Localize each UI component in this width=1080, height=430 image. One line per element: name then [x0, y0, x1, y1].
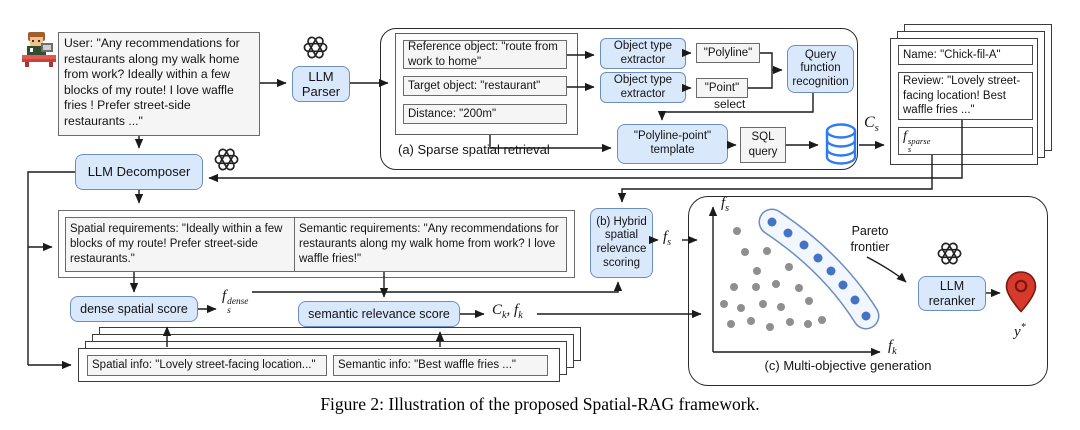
semantic-requirements-box: Semantic requirements: "Any recommendati…: [294, 217, 567, 272]
object-type-extractor-top-label: Object type extractor: [613, 39, 673, 66]
point-text: "Point": [704, 81, 740, 94]
fk-axis-label: fk: [888, 338, 897, 357]
reference-object-text: Reference object: "route from work to ho…: [408, 40, 558, 68]
query-function-recognition-label: Query function recognition: [792, 48, 849, 88]
semantic-relevance-score-box: semantic relevance score: [298, 301, 460, 327]
cs-label: Cs: [864, 114, 879, 135]
llm-reranker-label: LLM reranker: [928, 278, 976, 308]
semantic-relevance-score-label: semantic relevance score: [308, 306, 450, 321]
llm-parser-box: LLM Parser: [292, 66, 350, 102]
openai-logo-icon: [937, 242, 962, 265]
object-type-extractor-bottom: Object type extractor: [600, 72, 686, 103]
y-star-label: y*: [1014, 322, 1026, 340]
location-pin-icon: [1005, 271, 1037, 313]
dense-spatial-score-box: dense spatial score: [70, 296, 198, 322]
object-type-extractor-bottom-label: Object type extractor: [613, 73, 673, 100]
person-at-desk-icon: [22, 32, 56, 67]
hybrid-spatial-scoring-box: (b) Hybrid spatial relevance scoring: [590, 208, 653, 278]
point-box: "Point": [696, 78, 748, 98]
sql-query-label: SQL query: [748, 131, 778, 158]
target-object-box: Target object: "restaurant": [403, 76, 567, 96]
semantic-requirements-text: Semantic requirements: "Any recommendati…: [299, 223, 559, 265]
openai-logo-icon: [214, 148, 239, 171]
fs-axis-label: fs: [721, 195, 730, 214]
llm-reranker-box: LLM reranker: [918, 276, 986, 311]
llm-decomposer-box: LLM Decomposer: [75, 154, 203, 190]
candidate-review-text: Review: "Lovely street-facing location! …: [903, 74, 1021, 117]
polyline-text: "Polyline": [703, 46, 753, 59]
panel-a-caption: (a) Sparse spatial retrieval: [398, 142, 550, 157]
distance-box: Distance: "200m": [403, 104, 567, 124]
fs-mid-label: fs: [663, 229, 672, 248]
database-cylinder-icon: [825, 123, 857, 165]
llm-parser-label: LLM Parser: [301, 68, 341, 99]
polyline-point-template-label: "Polyline-point" template: [633, 130, 712, 156]
ck-fk-label: Ck, fk: [492, 302, 523, 321]
panel-c-caption: (c) Multi-objective generation: [764, 358, 932, 373]
llm-decomposer-label: LLM Decomposer: [87, 164, 191, 180]
polyline-point-template-box: "Polyline-point" template: [617, 124, 728, 164]
spatial-info-box: Spatial info: "Lovely street-facing loca…: [87, 355, 327, 376]
figure-caption: Figure 2: Illustration of the proposed S…: [320, 394, 760, 414]
user-query-text: User: "Any recommendations for restauran…: [64, 36, 240, 129]
target-object-text: Target object: "restaurant": [408, 79, 541, 92]
semantic-info-box: Semantic info: "Best waffle fries ...": [333, 355, 548, 376]
user-query-box: User: "Any recommendations for restauran…: [58, 32, 260, 136]
spatial-requirements-text: Spatial requirements: "Ideally within a …: [70, 223, 283, 265]
spatial-requirements-box: Spatial requirements: "Ideally within a …: [65, 217, 305, 272]
distance-text: Distance: "200m": [408, 107, 497, 120]
sql-query-box: SQL query: [740, 127, 786, 163]
query-function-recognition-box: Query function recognition: [787, 45, 854, 93]
dense-spatial-score-label: dense spatial score: [80, 301, 188, 316]
candidate-name-box: Name: "Chick-fil-A": [898, 45, 1033, 65]
object-type-extractor-top: Object type extractor: [600, 38, 686, 69]
openai-logo-icon: [303, 36, 328, 59]
reference-object-box: Reference object: "route from work to ho…: [403, 40, 567, 69]
candidate-name-text: Name: "Chick-fil-A": [903, 48, 1001, 61]
semantic-info-text: Semantic info: "Best waffle fries ...": [338, 359, 516, 372]
candidate-review-box: Review: "Lovely street-facing location! …: [898, 72, 1033, 120]
pareto-frontier-label: Pareto frontier: [850, 224, 890, 254]
hybrid-spatial-scoring-label: (b) Hybrid spatial relevance scoring: [596, 215, 647, 269]
spatial-info-text: Spatial info: "Lovely street-facing loca…: [92, 359, 316, 372]
polyline-box: "Polyline": [696, 43, 760, 63]
select-label: select: [714, 97, 746, 111]
